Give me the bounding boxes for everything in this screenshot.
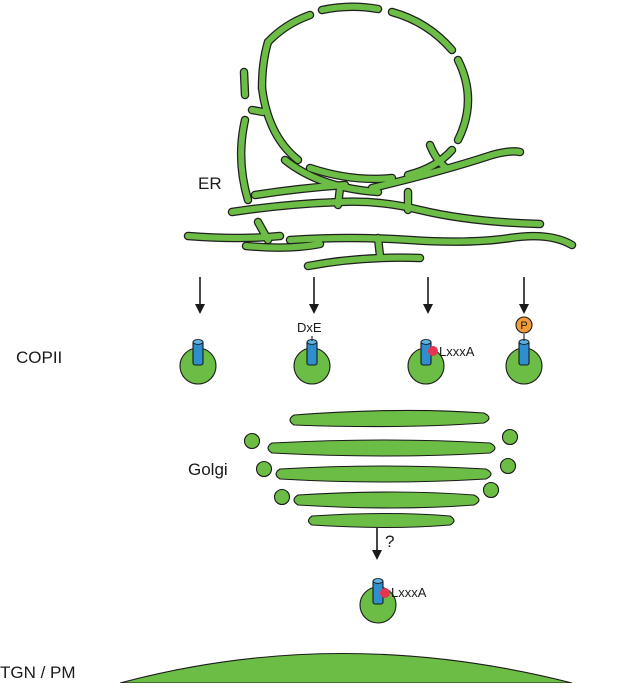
golgi-vesicle-icon: [482, 481, 500, 499]
golgi-stack: [243, 409, 519, 529]
golgi-cisterna: [267, 439, 496, 457]
phosphate-label: P: [520, 320, 527, 332]
phosphate-icon: [515, 316, 533, 334]
arrow-down-icon: [519, 277, 529, 314]
er-to-copii-arrows: [195, 277, 529, 314]
golgi-vesicle-icon: [273, 488, 291, 506]
tgn-pm-label: TGN / PM: [0, 663, 76, 682]
signal-dot-icon: [428, 346, 438, 356]
post-golgi-vesicle: LxxxA: [359, 578, 427, 624]
lxxxa-motif-label: LxxxA: [439, 344, 475, 359]
golgi-vesicle-icon: [255, 460, 273, 478]
uncertain-mark: ?: [385, 532, 394, 551]
er-fill: [185, 3, 575, 269]
golgi-to-tgn-arrow: ?: [372, 528, 394, 560]
golgi-cisterna: [293, 491, 480, 509]
copii-label: COPII: [16, 348, 62, 367]
plasma-membrane: [119, 652, 573, 684]
copii-vesicle-phospho: P: [505, 316, 543, 385]
golgi-vesicle-icon: [501, 428, 519, 446]
golgi-vesicle-icon: [243, 432, 261, 450]
signal-dot-icon: [380, 588, 390, 598]
copii-vesicle-lxxxa: LxxxA: [407, 339, 475, 385]
golgi-label: Golgi: [188, 460, 228, 479]
golgi-cisterna: [289, 409, 490, 428]
golgi-cisterna: [307, 512, 455, 529]
lxxxa-motif-label-2: LxxxA: [391, 585, 427, 600]
golgi-vesicle-icon: [499, 457, 517, 475]
golgi-cisterna: [275, 465, 492, 483]
copii-vesicle-dxe: DxE: [293, 320, 331, 385]
copii-vesicle-plain: [179, 339, 217, 385]
arrow-down-icon: [423, 277, 433, 314]
er-label: ER: [198, 174, 222, 193]
dxe-motif-label: DxE: [297, 320, 322, 335]
arrow-down-icon: [195, 277, 205, 314]
arrow-down-icon: [309, 277, 319, 314]
arrow-down-icon: [372, 528, 382, 560]
er-network: [183, 2, 577, 271]
